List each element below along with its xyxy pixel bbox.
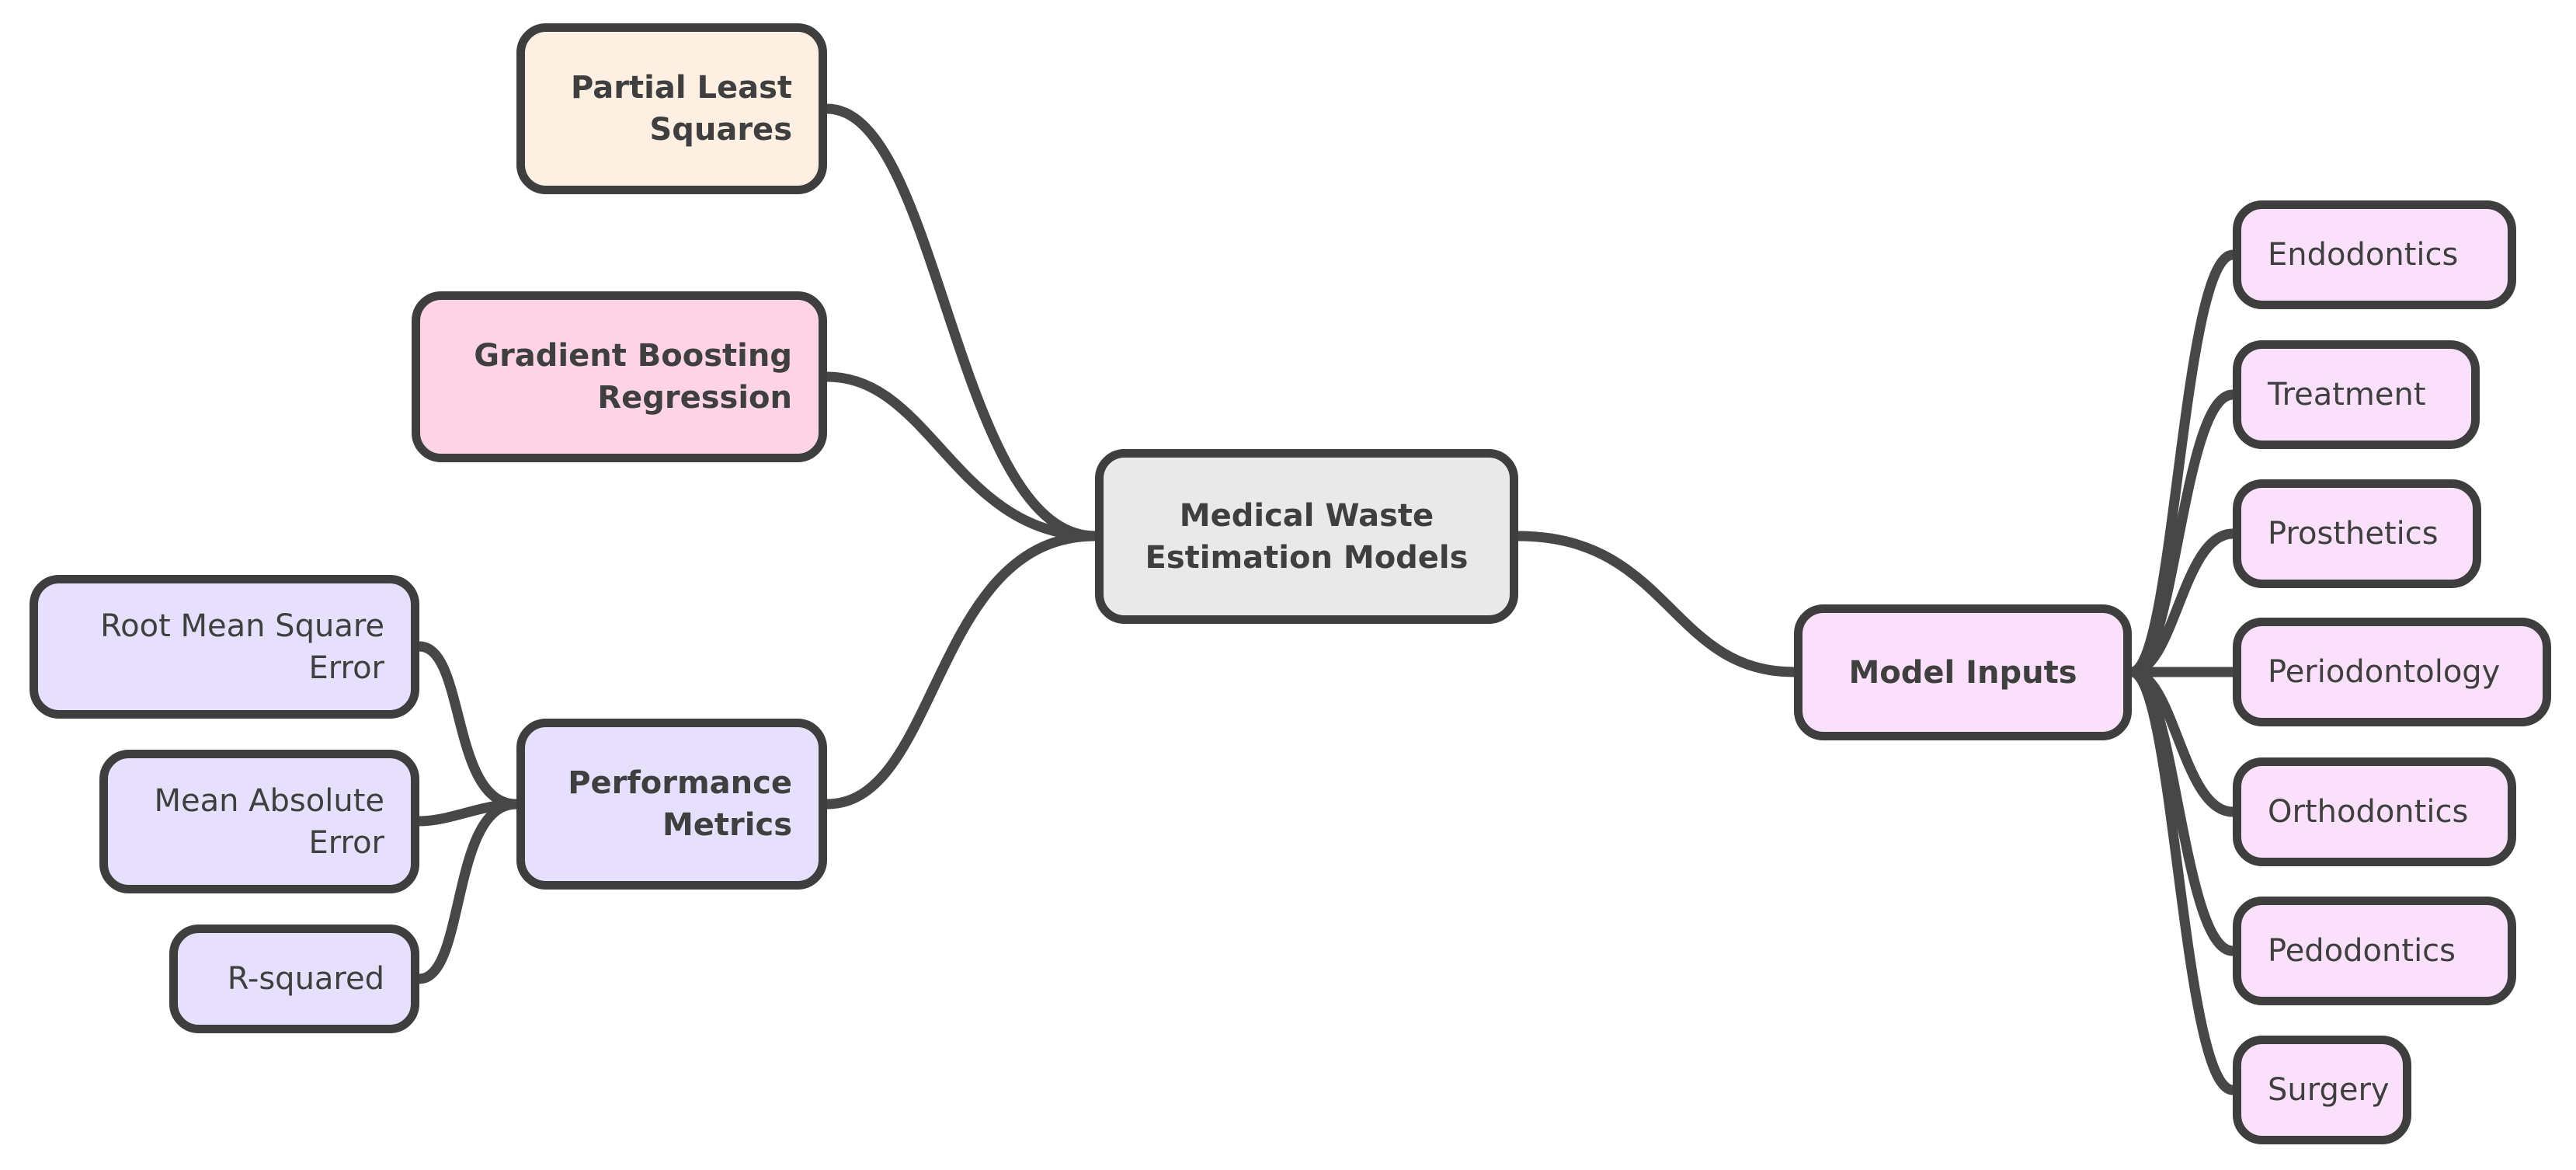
edge-root-model-inputs	[1513, 531, 1799, 677]
model-inputs-node[interactable]: Model Inputs	[1794, 604, 2132, 740]
edge-root-performance-metrics	[822, 531, 1100, 810]
edge-inputs-prosthetics	[2126, 528, 2238, 677]
model-node-label: Partial Least Squares	[571, 70, 792, 148]
metric-node-label: R-squared	[227, 961, 384, 997]
input-node-prosthetics[interactable]: Prosthetics	[2233, 479, 2481, 588]
input-node-label: Surgery	[2268, 1072, 2390, 1108]
input-node-label: Pedodontics	[2268, 933, 2456, 969]
input-node-surgery[interactable]: Surgery	[2233, 1036, 2411, 1144]
edge-performance-rmse	[414, 641, 522, 810]
performance-metrics-node[interactable]: Performance Metrics	[516, 719, 827, 890]
edge-inputs-surgery	[2126, 667, 2238, 1095]
model-inputs-label: Model Inputs	[1848, 654, 2077, 691]
input-node-label: Treatment	[2268, 377, 2426, 413]
metric-node-r-squared[interactable]: R-squared	[169, 925, 419, 1033]
edge-root-gradient-boosting	[822, 371, 1100, 541]
input-node-endodontics[interactable]: Endodontics	[2233, 200, 2516, 309]
edge-performance-r-squared	[414, 799, 522, 984]
input-node-pedodontics[interactable]: Pedodontics	[2233, 897, 2516, 1005]
model-node-label: Gradient Boosting Regression	[474, 338, 792, 416]
metric-node-label: Root Mean Square Error	[100, 608, 384, 686]
metric-node-label: Mean Absolute Error	[154, 782, 384, 861]
root-node-label: Medical Waste Estimation Models	[1145, 497, 1469, 576]
model-node-partial-least-squares[interactable]: Partial Least Squares	[516, 23, 827, 194]
metric-node-mae[interactable]: Mean Absolute Error	[99, 750, 419, 893]
input-node-orthodontics[interactable]: Orthodontics	[2233, 757, 2516, 866]
edge-inputs-endodontics	[2126, 249, 2238, 677]
model-node-gradient-boosting-regression[interactable]: Gradient Boosting Regression	[412, 291, 827, 462]
metric-node-rmse[interactable]: Root Mean Square Error	[30, 575, 419, 719]
performance-metrics-label: Performance Metrics	[568, 765, 792, 843]
input-node-label: Prosthetics	[2268, 516, 2439, 552]
edge-root-partial-least-squares	[822, 103, 1100, 541]
input-node-label: Endodontics	[2268, 237, 2459, 273]
input-node-periodontology[interactable]: Periodontology	[2233, 618, 2551, 726]
root-node[interactable]: Medical Waste Estimation Models	[1095, 449, 1518, 624]
input-node-label: Orthodontics	[2268, 794, 2469, 830]
input-node-treatment[interactable]: Treatment	[2233, 340, 2480, 449]
input-node-label: Periodontology	[2268, 654, 2501, 690]
